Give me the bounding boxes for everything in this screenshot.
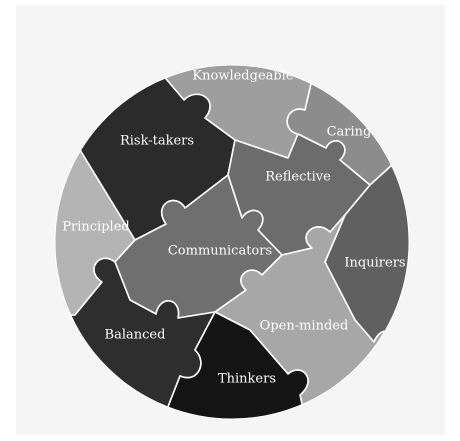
label-caring: Caring (327, 125, 372, 140)
label-balanced: Balanced (105, 328, 166, 343)
label-principled: Principled (62, 220, 129, 235)
label-knowledgeable: Knowledgeable (192, 69, 293, 84)
label-inquirers: Inquirers (344, 256, 405, 271)
label-risk-takers: Risk-takers (120, 134, 194, 149)
label-thinkers: Thinkers (218, 372, 276, 387)
label-communicators: Communicators (168, 244, 272, 259)
label-reflective: Reflective (265, 170, 331, 185)
label-open-minded: Open-minded (260, 319, 349, 334)
